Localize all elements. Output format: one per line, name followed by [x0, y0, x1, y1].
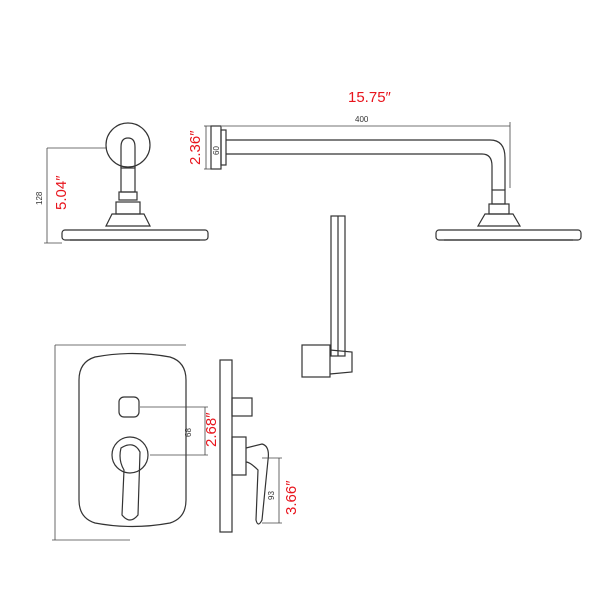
- arm-plate-dimension: 60 2.36″: [187, 125, 221, 170]
- arm-length-imperial: 15.75″: [348, 89, 392, 106]
- head-drop-metric: 128: [35, 191, 44, 205]
- wall-shower-arm-and-head: [210, 125, 582, 241]
- head-drop-imperial: 5.04″: [53, 175, 70, 210]
- valve-outline-dimensions: 68 2.68″: [52, 344, 220, 541]
- hand-shower: [301, 215, 353, 378]
- arm-length-dimension: 400 15.75″: [222, 89, 511, 188]
- arm-length-metric: 400: [355, 115, 369, 124]
- arm-plate-imperial: 2.36″: [187, 130, 204, 165]
- lever-length-dimension: 93 3.66″: [262, 457, 300, 524]
- valve-trim-side-view: [219, 359, 269, 533]
- head-drop-dimension: 128 5.04″: [35, 147, 107, 244]
- arm-plate-metric: 60: [212, 146, 221, 155]
- valve-trim-front-view: [78, 352, 187, 528]
- lever-length-imperial: 3.66″: [283, 480, 300, 515]
- valve-spacing-imperial: 2.68″: [203, 412, 220, 447]
- lever-length-metric: 93: [267, 491, 276, 500]
- ceiling-shower-head-side-view: [61, 122, 209, 241]
- valve-spacing-metric: 68: [184, 428, 193, 437]
